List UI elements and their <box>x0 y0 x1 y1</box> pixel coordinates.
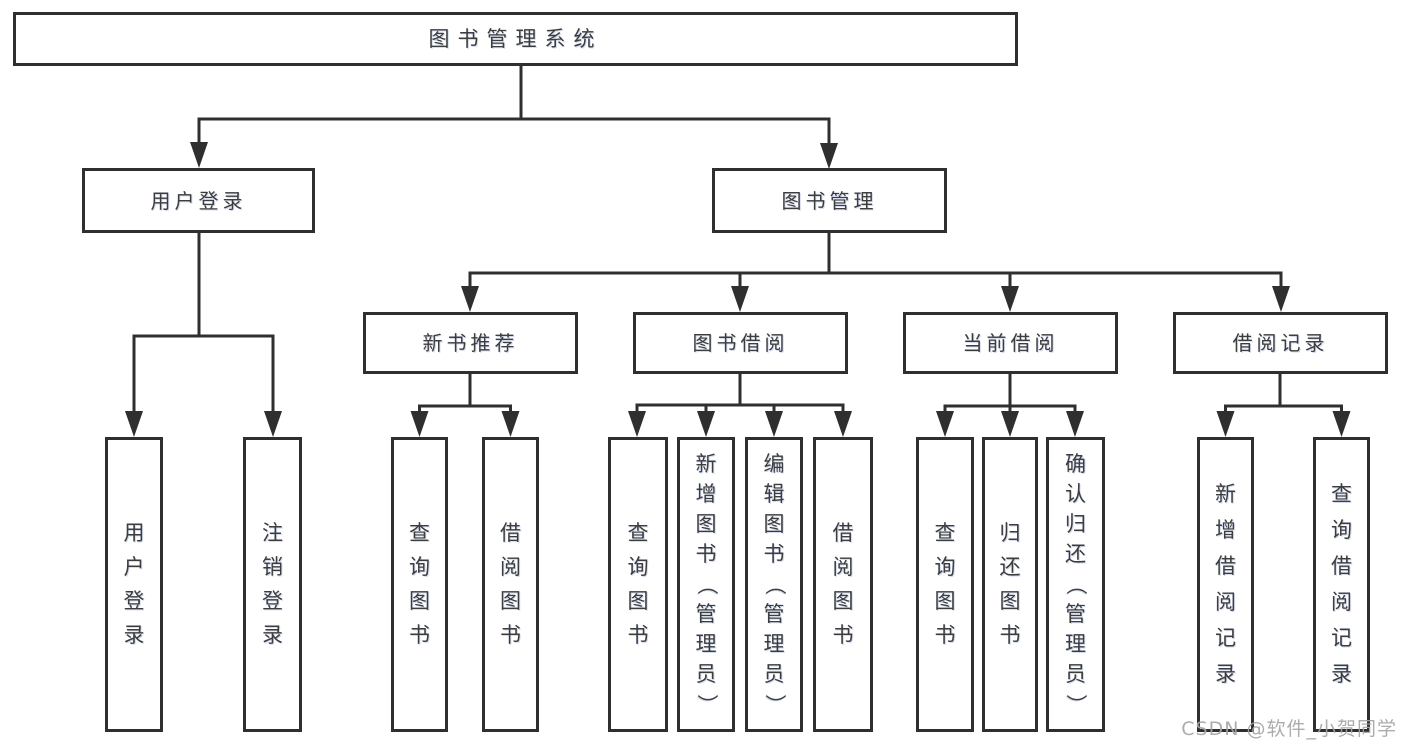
connector-user-login <box>125 230 282 437</box>
node-leaf-add-borrow-record: 新增借阅记录 <box>1197 437 1254 732</box>
arrow-down-icon <box>1272 286 1290 312</box>
connector-root <box>190 64 838 169</box>
arrow-down-icon <box>1216 411 1235 437</box>
arrow-down-icon <box>125 411 143 437</box>
watermark-text: CSDN @软件_小贺同学 <box>1181 718 1397 740</box>
arrow-down-icon <box>410 411 429 437</box>
node-leaf-confirm-return-admin: 确认归还（管理员） <box>1046 437 1105 732</box>
arrow-down-icon <box>501 411 520 437</box>
arrow-down-icon <box>820 143 838 169</box>
node-leaf-user-login: 用户登录 <box>105 437 163 732</box>
arrow-down-icon <box>264 411 282 437</box>
node-leaf-return-book: 归还图书 <box>982 437 1038 732</box>
arrow-down-icon <box>1001 411 1019 437</box>
node-label: 借阅记录 <box>1232 331 1329 355</box>
connector-current-borrow <box>936 372 1084 437</box>
node-borrow-records: 借阅记录 <box>1173 312 1388 374</box>
node-root-system: 图书管理系统 <box>13 12 1018 66</box>
connector-book-borrow <box>628 372 852 437</box>
node-book-borrow: 图书借阅 <box>633 312 848 374</box>
arrow-down-icon <box>697 411 715 437</box>
node-leaf-query-borrow-record: 查询借阅记录 <box>1313 437 1370 732</box>
node-leaf-query-books-2: 查询图书 <box>608 437 668 732</box>
node-label: 新书推荐 <box>422 331 519 355</box>
node-current-borrow: 当前借阅 <box>903 312 1118 374</box>
node-label: 图书管理 <box>781 188 878 213</box>
arrow-down-icon <box>190 142 208 168</box>
node-new-book-recommend: 新书推荐 <box>363 312 578 374</box>
arrow-down-icon <box>628 411 646 437</box>
node-leaf-add-book-admin: 新增图书（管理员） <box>677 437 735 732</box>
node-leaf-edit-book-admin: 编辑图书（管理员） <box>745 437 803 732</box>
node-root-label: 图书管理系统 <box>428 26 603 51</box>
node-label: 用户登录 <box>150 188 247 213</box>
node-leaf-query-books-1: 查询图书 <box>391 437 448 732</box>
arrow-down-icon <box>1001 286 1019 312</box>
node-book-management: 图书管理 <box>712 168 947 233</box>
node-user-login: 用户登录 <box>82 168 315 233</box>
connector-borrow-records <box>1216 372 1351 437</box>
node-label: 当前借阅 <box>962 331 1059 355</box>
node-label: 图书借阅 <box>692 331 789 355</box>
arrow-down-icon <box>834 411 852 437</box>
arrow-down-icon <box>765 411 783 437</box>
connector-new-book-recommend <box>410 372 520 437</box>
arrow-down-icon <box>731 286 749 312</box>
arrow-down-icon <box>1066 411 1084 437</box>
arrow-down-icon <box>936 411 954 437</box>
node-leaf-query-books-3: 查询图书 <box>916 437 974 732</box>
node-leaf-borrow-books-2: 借阅图书 <box>813 437 873 732</box>
connector-book-management <box>461 231 1290 312</box>
arrow-down-icon <box>461 286 479 312</box>
arrow-down-icon <box>1332 411 1351 437</box>
node-leaf-logout: 注销登录 <box>243 437 302 732</box>
node-leaf-borrow-books-1: 借阅图书 <box>482 437 539 732</box>
